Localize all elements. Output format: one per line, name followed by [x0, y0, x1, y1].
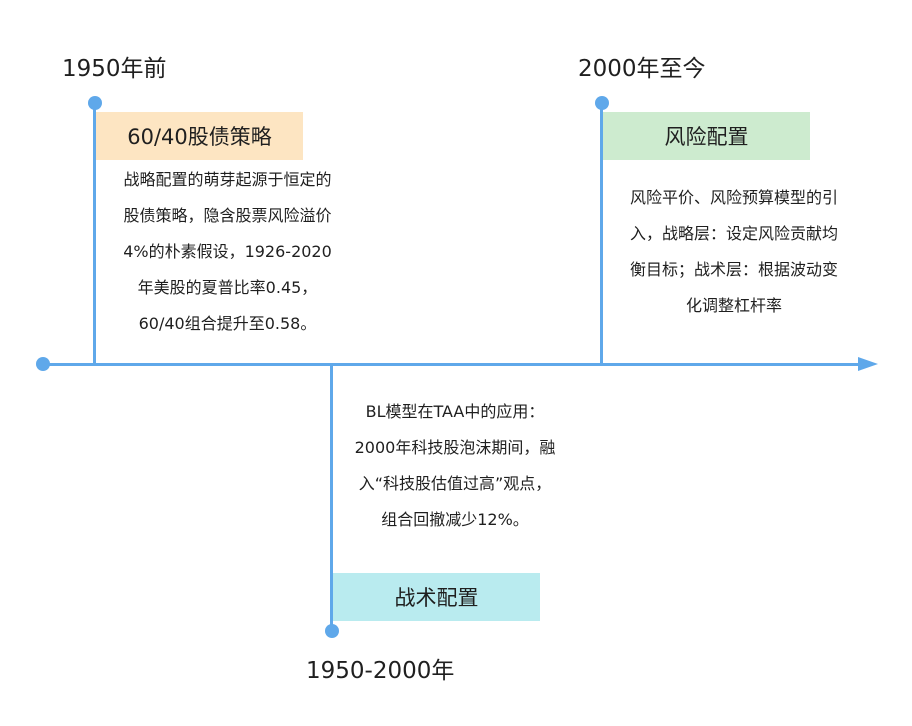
description-line: BL模型在TAA中的应用：: [365, 402, 545, 421]
stage-description-tactical: BL模型在TAA中的应用： 2000年科技股泡沫期间，融 入“科技股估值过高”观…: [325, 394, 585, 538]
era-connector-early: [93, 103, 96, 365]
description-line: 风险平价、风险预算模型的引: [629, 188, 838, 207]
description-line: 入“科技股估值过高”观点，: [358, 474, 552, 493]
era-label-early: 1950年前: [62, 56, 167, 82]
description-line: 战略配置的萌芽起源于恒定的: [123, 170, 332, 189]
stage-description-strategic: 战略配置的萌芽起源于恒定的 股债策略，隐含股票风险溢价 4%的朴素假设，1926…: [86, 162, 369, 342]
era-connector-middle: [330, 364, 333, 630]
timeline-arrow-icon: [858, 357, 878, 371]
description-line: 入，战略层：设定风险贡献均: [629, 224, 838, 243]
description-line: 60/40组合提升至0.58。: [138, 314, 317, 333]
description-line: 衡目标；战术层：根据波动变: [629, 260, 838, 279]
description-line: 年美股的夏普比率0.45，: [137, 278, 318, 297]
description-line: 化调整杠杆率: [685, 296, 782, 315]
era-label-modern: 2000年至今: [578, 56, 706, 82]
description-line: 4%的朴素假设，1926-2020: [123, 242, 332, 261]
stage-box-risk: 风险配置: [603, 112, 810, 160]
description-line: 2000年科技股泡沫期间，融: [354, 438, 556, 457]
era-connector-modern: [600, 103, 603, 365]
description-line: 股债策略，隐含股票风险溢价: [123, 206, 332, 225]
era-label-middle: 1950-2000年: [306, 658, 455, 684]
timeline-axis: [43, 363, 869, 366]
stage-description-risk: 风险平价、风险预算模型的引 入，战略层：设定风险贡献均 衡目标；战术层：根据波动…: [596, 180, 872, 324]
stage-box-strategic: 60/40股债策略: [96, 112, 303, 160]
description-line: 组合回撤减少12%。: [381, 510, 529, 529]
timeline-start-dot: [36, 357, 50, 371]
stage-box-tactical: 战术配置: [333, 573, 540, 621]
era-marker-dot-middle: [325, 624, 339, 638]
